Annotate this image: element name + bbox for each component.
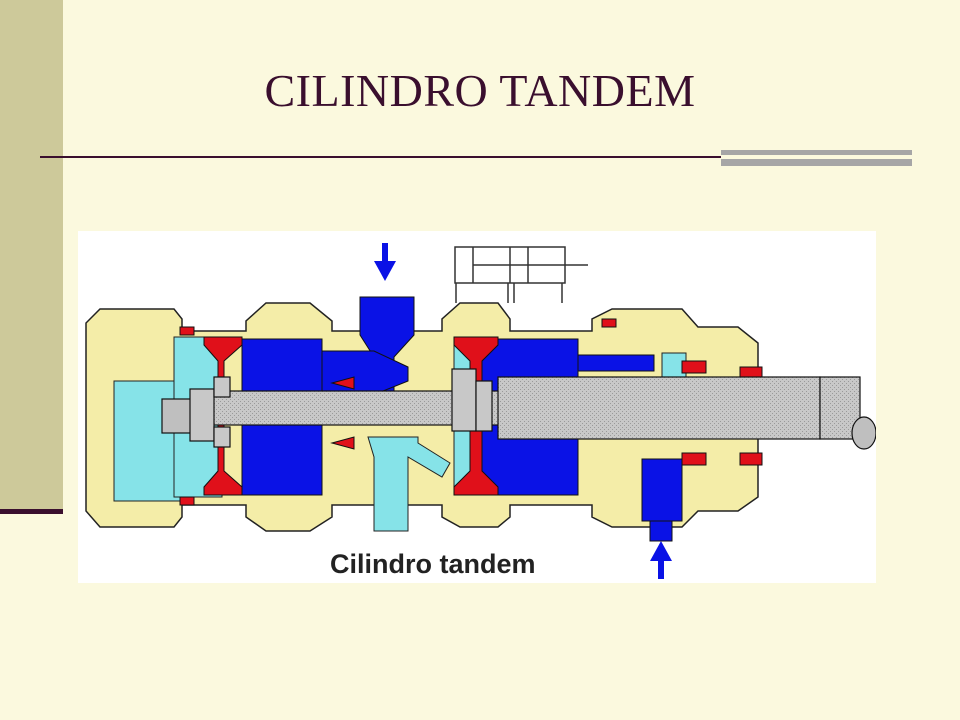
air-inlet-arrow-bottom	[650, 541, 672, 579]
air-inlet-arrow-top	[374, 243, 396, 281]
tandem-cylinder-diagram	[85, 243, 877, 579]
left-band-underline	[0, 509, 63, 514]
title-rule-accent	[721, 150, 912, 166]
left-decor-band	[0, 0, 63, 513]
slide-title: CILINDRO TANDEM	[264, 65, 696, 116]
figure-caption: Cilindro tandem	[330, 549, 536, 579]
piston-rod	[161, 368, 877, 450]
cylinder-symbol-icon	[454, 246, 588, 303]
tandem-cylinder-figure: Cilindro tandem	[78, 231, 877, 583]
title-rule	[40, 156, 910, 158]
